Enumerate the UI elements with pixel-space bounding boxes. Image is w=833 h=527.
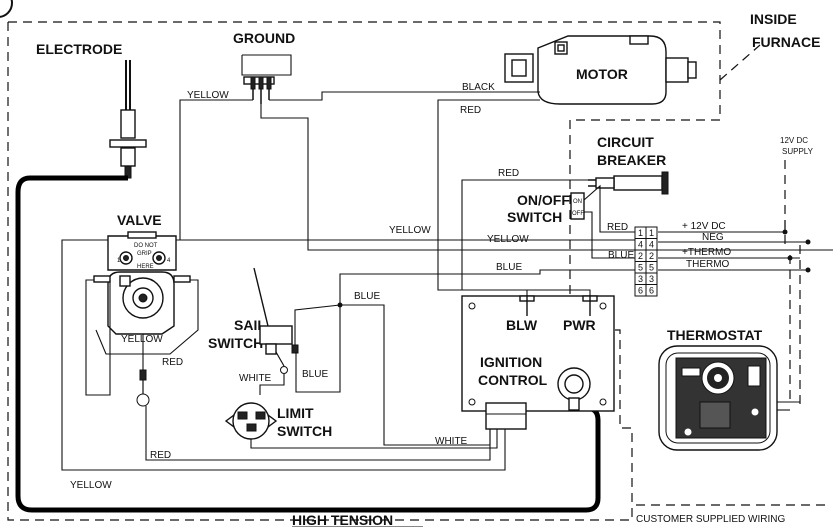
wire-label-blue-term: BLUE (608, 250, 634, 261)
limit-switch-label-line1: LIMIT (277, 405, 314, 421)
limit-switch-label-line2: SWITCH (277, 423, 332, 439)
switch-off-label: OFF (572, 211, 584, 217)
wire-white-limit (250, 428, 498, 449)
thermostat (658, 345, 778, 451)
circuit-breaker (588, 171, 669, 195)
on-off-switch-label-line1: ON/OFF (517, 192, 570, 208)
valve-pin-4: 4 (167, 258, 171, 264)
terminal-number: 3 (649, 274, 654, 284)
inside-furnace-label-line2: FURNACE (752, 34, 820, 50)
customer-wiring (636, 160, 830, 506)
sail-switch-label-line2: SWITCH (208, 335, 263, 351)
wire-black-motor (269, 91, 540, 101)
wire-label-blue-limit: BLUE (302, 369, 328, 380)
valve-label: VALVE (117, 212, 162, 228)
on-off-switch-label-line2: SWITCH (507, 209, 562, 225)
valve-pin-1: 1 (117, 258, 121, 264)
motor (504, 35, 697, 105)
ground-label: GROUND (233, 30, 295, 46)
terminal-number: 4 (638, 240, 643, 250)
wire-yellow-ground (61, 99, 506, 471)
motor-label: MOTOR (576, 66, 628, 82)
wire-label-plus12: + 12V DC (682, 221, 726, 232)
wire-label-blue-sail: BLUE (354, 291, 380, 302)
wire-label-red-motor: RED (460, 105, 481, 116)
sail-switch-label-line1: SAIL (234, 317, 266, 333)
wire-label-thermo-plus: +THERMO (682, 247, 731, 258)
wire-red-motor (260, 104, 833, 251)
terminal-number: 4 (649, 240, 654, 250)
valve-do-not: DO NOT (134, 243, 158, 249)
ignition-control-label-line1: IGNITION (480, 354, 542, 370)
wire-label-red-term: RED (607, 222, 628, 233)
terminal-number: 1 (638, 228, 643, 238)
terminal-number: 3 (638, 274, 643, 284)
switch-on-label: ON (573, 199, 582, 205)
valve: DO NOT GRIP HERE 1 4 (85, 231, 199, 396)
limit-switch (224, 402, 278, 440)
wire-label-yellow-bottom: YELLOW (70, 480, 112, 491)
circuit-breaker-label-line2: BREAKER (597, 152, 666, 168)
wire-blue-sail (294, 304, 341, 345)
corner-badge (0, 0, 13, 18)
wire-blue-limit (295, 305, 341, 393)
terminal-number: 2 (638, 251, 643, 261)
terminal-number: 2 (649, 251, 654, 261)
sail-switch (253, 267, 299, 374)
wire-label-red-breaker: RED (498, 168, 519, 179)
on-off-switch[interactable]: ON OFF (570, 192, 585, 220)
terminal-number: 1 (649, 228, 654, 238)
high-tension-label: HIGH TENSION (292, 512, 393, 527)
wire-label-thermo: THERMO (686, 259, 730, 270)
wire-label-black-motor: BLACK (462, 82, 495, 93)
wire-white-sail (259, 374, 285, 395)
supply-label-line1: 12V DC (780, 136, 808, 145)
pwr-label: PWR (563, 317, 596, 333)
wire-label-neg: NEG (702, 232, 724, 243)
wire-switch-to-terminal (583, 184, 635, 233)
ignition-control-label-line2: CONTROL (478, 372, 548, 388)
wire-blue-ctrl (340, 304, 491, 446)
valve-here: HERE (137, 264, 154, 270)
wire-label-red-valve: RED (162, 357, 183, 368)
terminal-number: 5 (638, 263, 643, 273)
high-tension-wire (15, 175, 601, 513)
wire-red-motor-top (437, 99, 540, 295)
inside-furnace-label-line1: INSIDE (750, 11, 797, 27)
valve-ring-terminal (136, 393, 150, 407)
electrode-label: ELECTRODE (36, 41, 122, 57)
customer-supplied-wiring-label: CUSTOMER SUPPLIED WIRING (636, 514, 785, 525)
wire-label-white-sail: WHITE (239, 373, 272, 384)
ground-terminal (241, 54, 292, 104)
wire-label-yellow-ground: YELLOW (187, 90, 229, 101)
circuit-breaker-label-line1: CIRCUIT (597, 134, 654, 150)
wire-blue-mid (339, 269, 635, 305)
terminal-number: 6 (638, 286, 643, 296)
wire-label-white-limit: WHITE (435, 436, 468, 447)
electrode (109, 60, 147, 179)
inside-furnace-boundary (7, 21, 721, 521)
terminal-number: 6 (649, 286, 654, 296)
thermostat-label: THERMOSTAT (667, 327, 763, 343)
wire-switch-down (584, 211, 635, 259)
wire-label-yellow-term: YELLOW (389, 225, 431, 236)
supply-label-line2: SUPPLY (782, 147, 814, 156)
wire-red-breaker (461, 179, 591, 295)
valve-grip: GRIP (137, 251, 152, 257)
wire-label-yellow-valve: YELLOW (121, 334, 163, 345)
ignition-control (461, 295, 615, 430)
wire-label-blue-mid: BLUE (496, 262, 522, 273)
blw-label: BLW (506, 317, 538, 333)
terminal-cell (645, 284, 658, 297)
inside-furnace-pointer (719, 44, 761, 81)
wire-label-red-bottom: RED (150, 450, 171, 461)
terminal-number: 5 (649, 263, 654, 273)
